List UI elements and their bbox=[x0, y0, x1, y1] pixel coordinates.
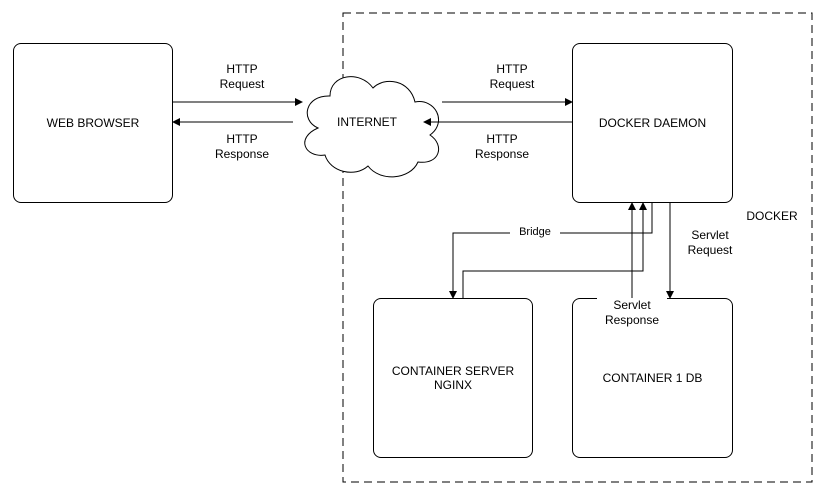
servlet-request-label: Servlet Request bbox=[687, 228, 733, 257]
daemon-request-label: HTTP Request bbox=[489, 62, 535, 91]
docker-daemon-node: DOCKER DAEMON bbox=[572, 43, 733, 203]
browser-request-label: HTTP Request bbox=[219, 62, 265, 91]
web-browser-label: WEB BROWSER bbox=[46, 116, 140, 130]
bridge-label: Bridge bbox=[510, 226, 560, 239]
servlet-response-label: Servlet Response bbox=[597, 298, 667, 328]
browser-response-label: HTTP Response bbox=[214, 132, 270, 161]
web-browser-node: WEB BROWSER bbox=[13, 43, 173, 203]
bridge-arrow bbox=[449, 202, 653, 299]
internet-cloud bbox=[304, 76, 440, 178]
container-server-label: CONTAINER SERVER NGINX bbox=[391, 364, 515, 392]
server-return-arrow bbox=[462, 202, 647, 298]
docker-daemon-label: DOCKER DAEMON bbox=[598, 116, 707, 130]
container-db-label: CONTAINER 1 DB bbox=[602, 371, 703, 385]
docker-group-label: DOCKER bbox=[746, 209, 798, 223]
docker-boundary bbox=[342, 12, 813, 483]
daemon-response-label: HTTP Response bbox=[474, 132, 530, 161]
internet-label: INTERNET bbox=[337, 115, 397, 129]
container-server-node: CONTAINER SERVER NGINX bbox=[373, 298, 533, 458]
